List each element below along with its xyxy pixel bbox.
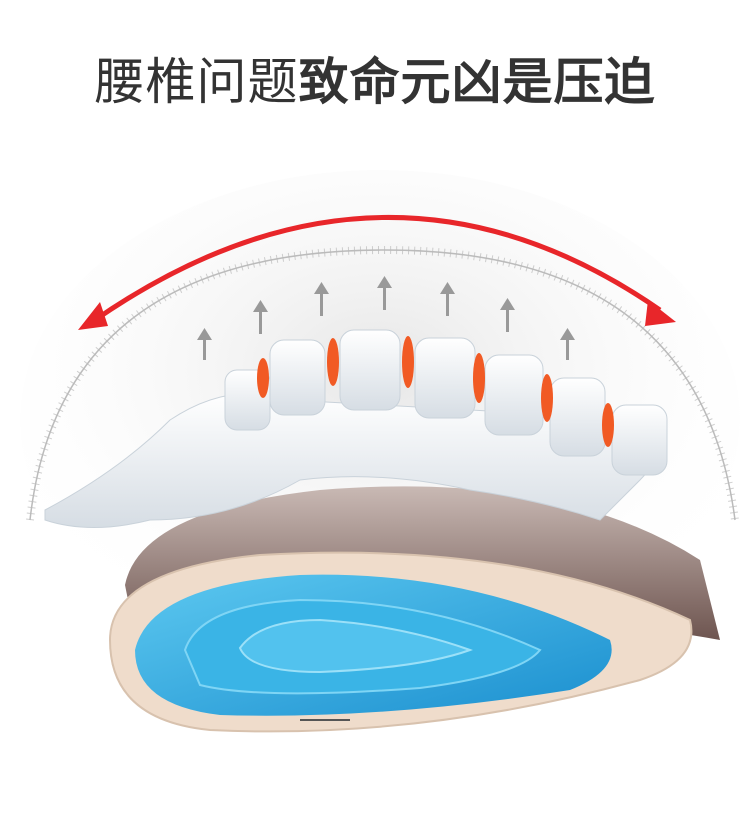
up-arrows <box>197 276 575 360</box>
spine-icon <box>44 329 668 528</box>
title-regular: 腰椎问题 <box>94 53 299 111</box>
up-arrow-icon <box>253 300 268 334</box>
up-arrow-icon <box>560 328 575 360</box>
up-arrow-icon <box>440 282 455 316</box>
cushion-icon <box>108 486 720 733</box>
scale-arc <box>26 245 739 521</box>
double-curved-arrow-icon <box>78 215 676 330</box>
up-arrow-icon <box>314 282 329 316</box>
up-arrow-icon <box>197 328 212 360</box>
up-arrow-icon <box>377 276 392 310</box>
title-bold: 致命元凶是压迫 <box>298 53 656 111</box>
discs <box>257 336 614 447</box>
page-title: 腰椎问题致命元凶是压迫 <box>0 42 750 114</box>
up-arrow-icon <box>500 298 515 332</box>
